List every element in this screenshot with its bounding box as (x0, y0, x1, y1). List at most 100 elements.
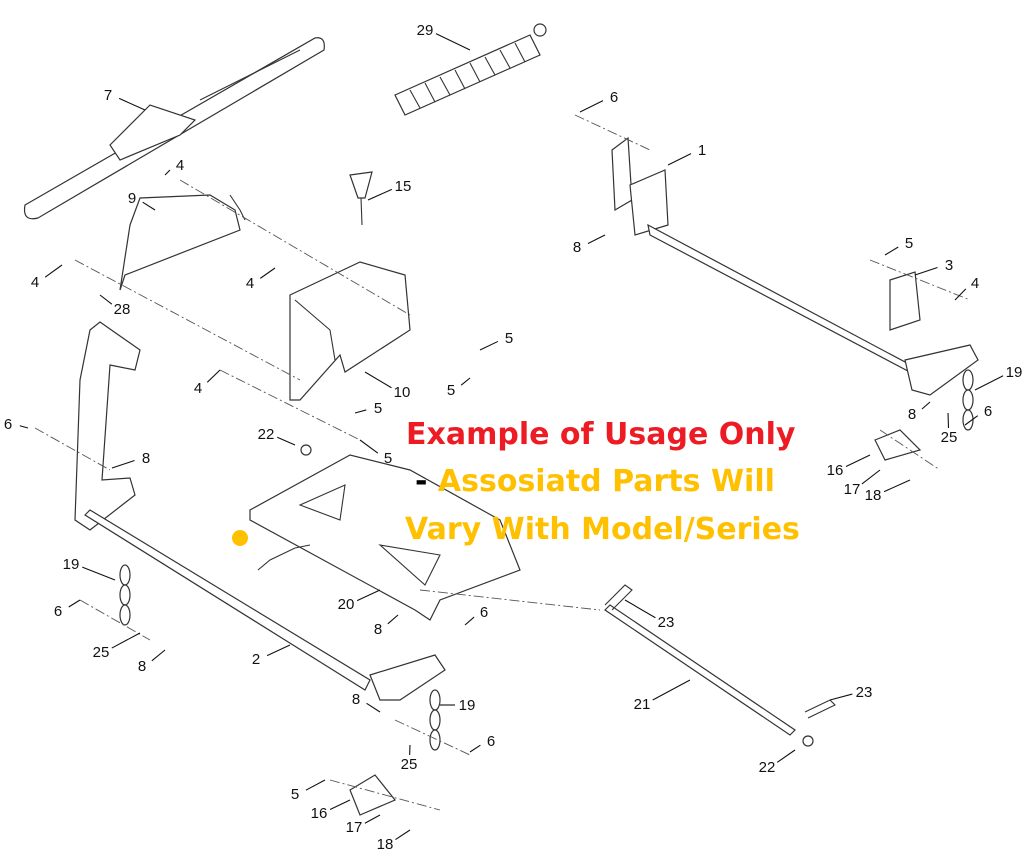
callout-leader (364, 371, 392, 389)
callout-label: 4 (176, 157, 184, 174)
callout-label: 21 (634, 696, 651, 713)
callout-label: 4 (31, 274, 39, 291)
part-left-arm-lower (369, 654, 446, 701)
callout-leader (118, 97, 146, 111)
callout-leader (68, 599, 81, 608)
part-22-washer (802, 735, 814, 747)
callout-label: 16 (827, 462, 844, 479)
callout-label: 8 (142, 450, 150, 467)
callout-label: 9 (128, 190, 136, 207)
part-16-clamp-right (874, 429, 922, 461)
callout-leader (587, 234, 606, 244)
part-15-knob (349, 171, 373, 226)
callout-leader (947, 412, 950, 429)
usage-warning-line3: Vary With Model/Series (405, 512, 800, 547)
callout-label: 5 (374, 400, 382, 417)
usage-warning-line1: Example of Usage Only (406, 417, 796, 452)
callout-leader (884, 246, 899, 256)
callout-leader (142, 201, 156, 211)
callout-leader (44, 264, 63, 278)
callout-label: 5 (384, 450, 392, 467)
callout-leader (276, 436, 296, 446)
callout-leader (367, 188, 393, 201)
callout-leader (259, 267, 276, 279)
callout-label: 6 (480, 604, 488, 621)
part-1-bracket (611, 136, 927, 382)
callout-label: 19 (459, 697, 476, 714)
callout-leader (366, 702, 381, 713)
part-21-rod (604, 604, 796, 736)
usage-warning-line2: - Assosiatd Parts Will (415, 464, 775, 499)
callout-label: 6 (487, 733, 495, 750)
callout-leader (305, 779, 326, 791)
callout-leader (111, 460, 135, 469)
part-spring-small (257, 544, 311, 571)
callout-label: 4 (194, 380, 202, 397)
part-19-chain-center (429, 689, 441, 751)
callout-label: 17 (844, 481, 861, 498)
callout-leader (845, 454, 871, 467)
callout-label: 19 (1006, 364, 1023, 381)
callout-label: 20 (338, 596, 355, 613)
callout-label: 4 (971, 275, 979, 292)
callout-label: 16 (311, 805, 328, 822)
callout-label: 17 (346, 819, 363, 836)
callout-leader (469, 744, 481, 753)
callout-leader (206, 369, 221, 383)
callout-leader (964, 415, 979, 426)
callout-label: 4 (246, 275, 254, 292)
callout-leader (460, 377, 471, 386)
part-2-rod (84, 509, 371, 691)
callout-label: 5 (905, 235, 913, 252)
part-7-arm (23, 37, 325, 220)
callout-label: 5 (447, 382, 455, 399)
part-22-washer-2 (300, 444, 312, 456)
callout-label: 6 (54, 603, 62, 620)
part-left-lever (74, 321, 141, 531)
callout-label: 8 (908, 406, 916, 423)
callout-leader (354, 409, 367, 414)
callout-leader (464, 616, 475, 626)
part-10-plate (289, 261, 411, 401)
callout-leader (164, 169, 171, 176)
callout-label: 22 (759, 759, 776, 776)
callout-label: 23 (658, 614, 675, 631)
callout-leader (667, 153, 692, 166)
callout-label: 15 (395, 178, 412, 195)
part-3-bracket (889, 271, 921, 331)
usage-warning-line2-text: Assosiatd Parts Will (427, 464, 775, 499)
callout-label: 10 (394, 384, 411, 401)
callout-label: 6 (984, 403, 992, 420)
callout-label: 25 (941, 429, 958, 446)
callout-label: 25 (93, 644, 110, 661)
callout-leader (776, 749, 796, 763)
callout-leader (829, 693, 853, 701)
callout-label: 8 (352, 691, 360, 708)
part-19-chain-right (962, 369, 974, 431)
callout-leader (19, 425, 29, 429)
part-23-pin (604, 584, 633, 611)
part-20-plate (249, 454, 521, 621)
callout-label: 1 (698, 142, 706, 159)
callout-leader (921, 401, 931, 410)
callout-leader (395, 829, 411, 841)
callout-label: 7 (104, 87, 112, 104)
callout-leader (954, 288, 967, 301)
dash: - (415, 464, 428, 499)
callout-leader (861, 469, 881, 485)
callout-label: 28 (114, 301, 131, 318)
callout-leader (364, 814, 381, 824)
callout-label: 6 (610, 89, 618, 106)
callout-label: 5 (505, 330, 513, 347)
callout-leader (99, 294, 113, 305)
callout-leader (479, 340, 499, 351)
part-19-chain-left (119, 564, 131, 626)
callout-leader (151, 649, 166, 662)
callout-label: 18 (865, 487, 882, 504)
callout-leader (579, 100, 604, 113)
callout-label: 19 (63, 556, 80, 573)
callout-leader (266, 644, 291, 657)
highlight-dot (232, 530, 248, 546)
part-9-bracket (119, 194, 246, 291)
